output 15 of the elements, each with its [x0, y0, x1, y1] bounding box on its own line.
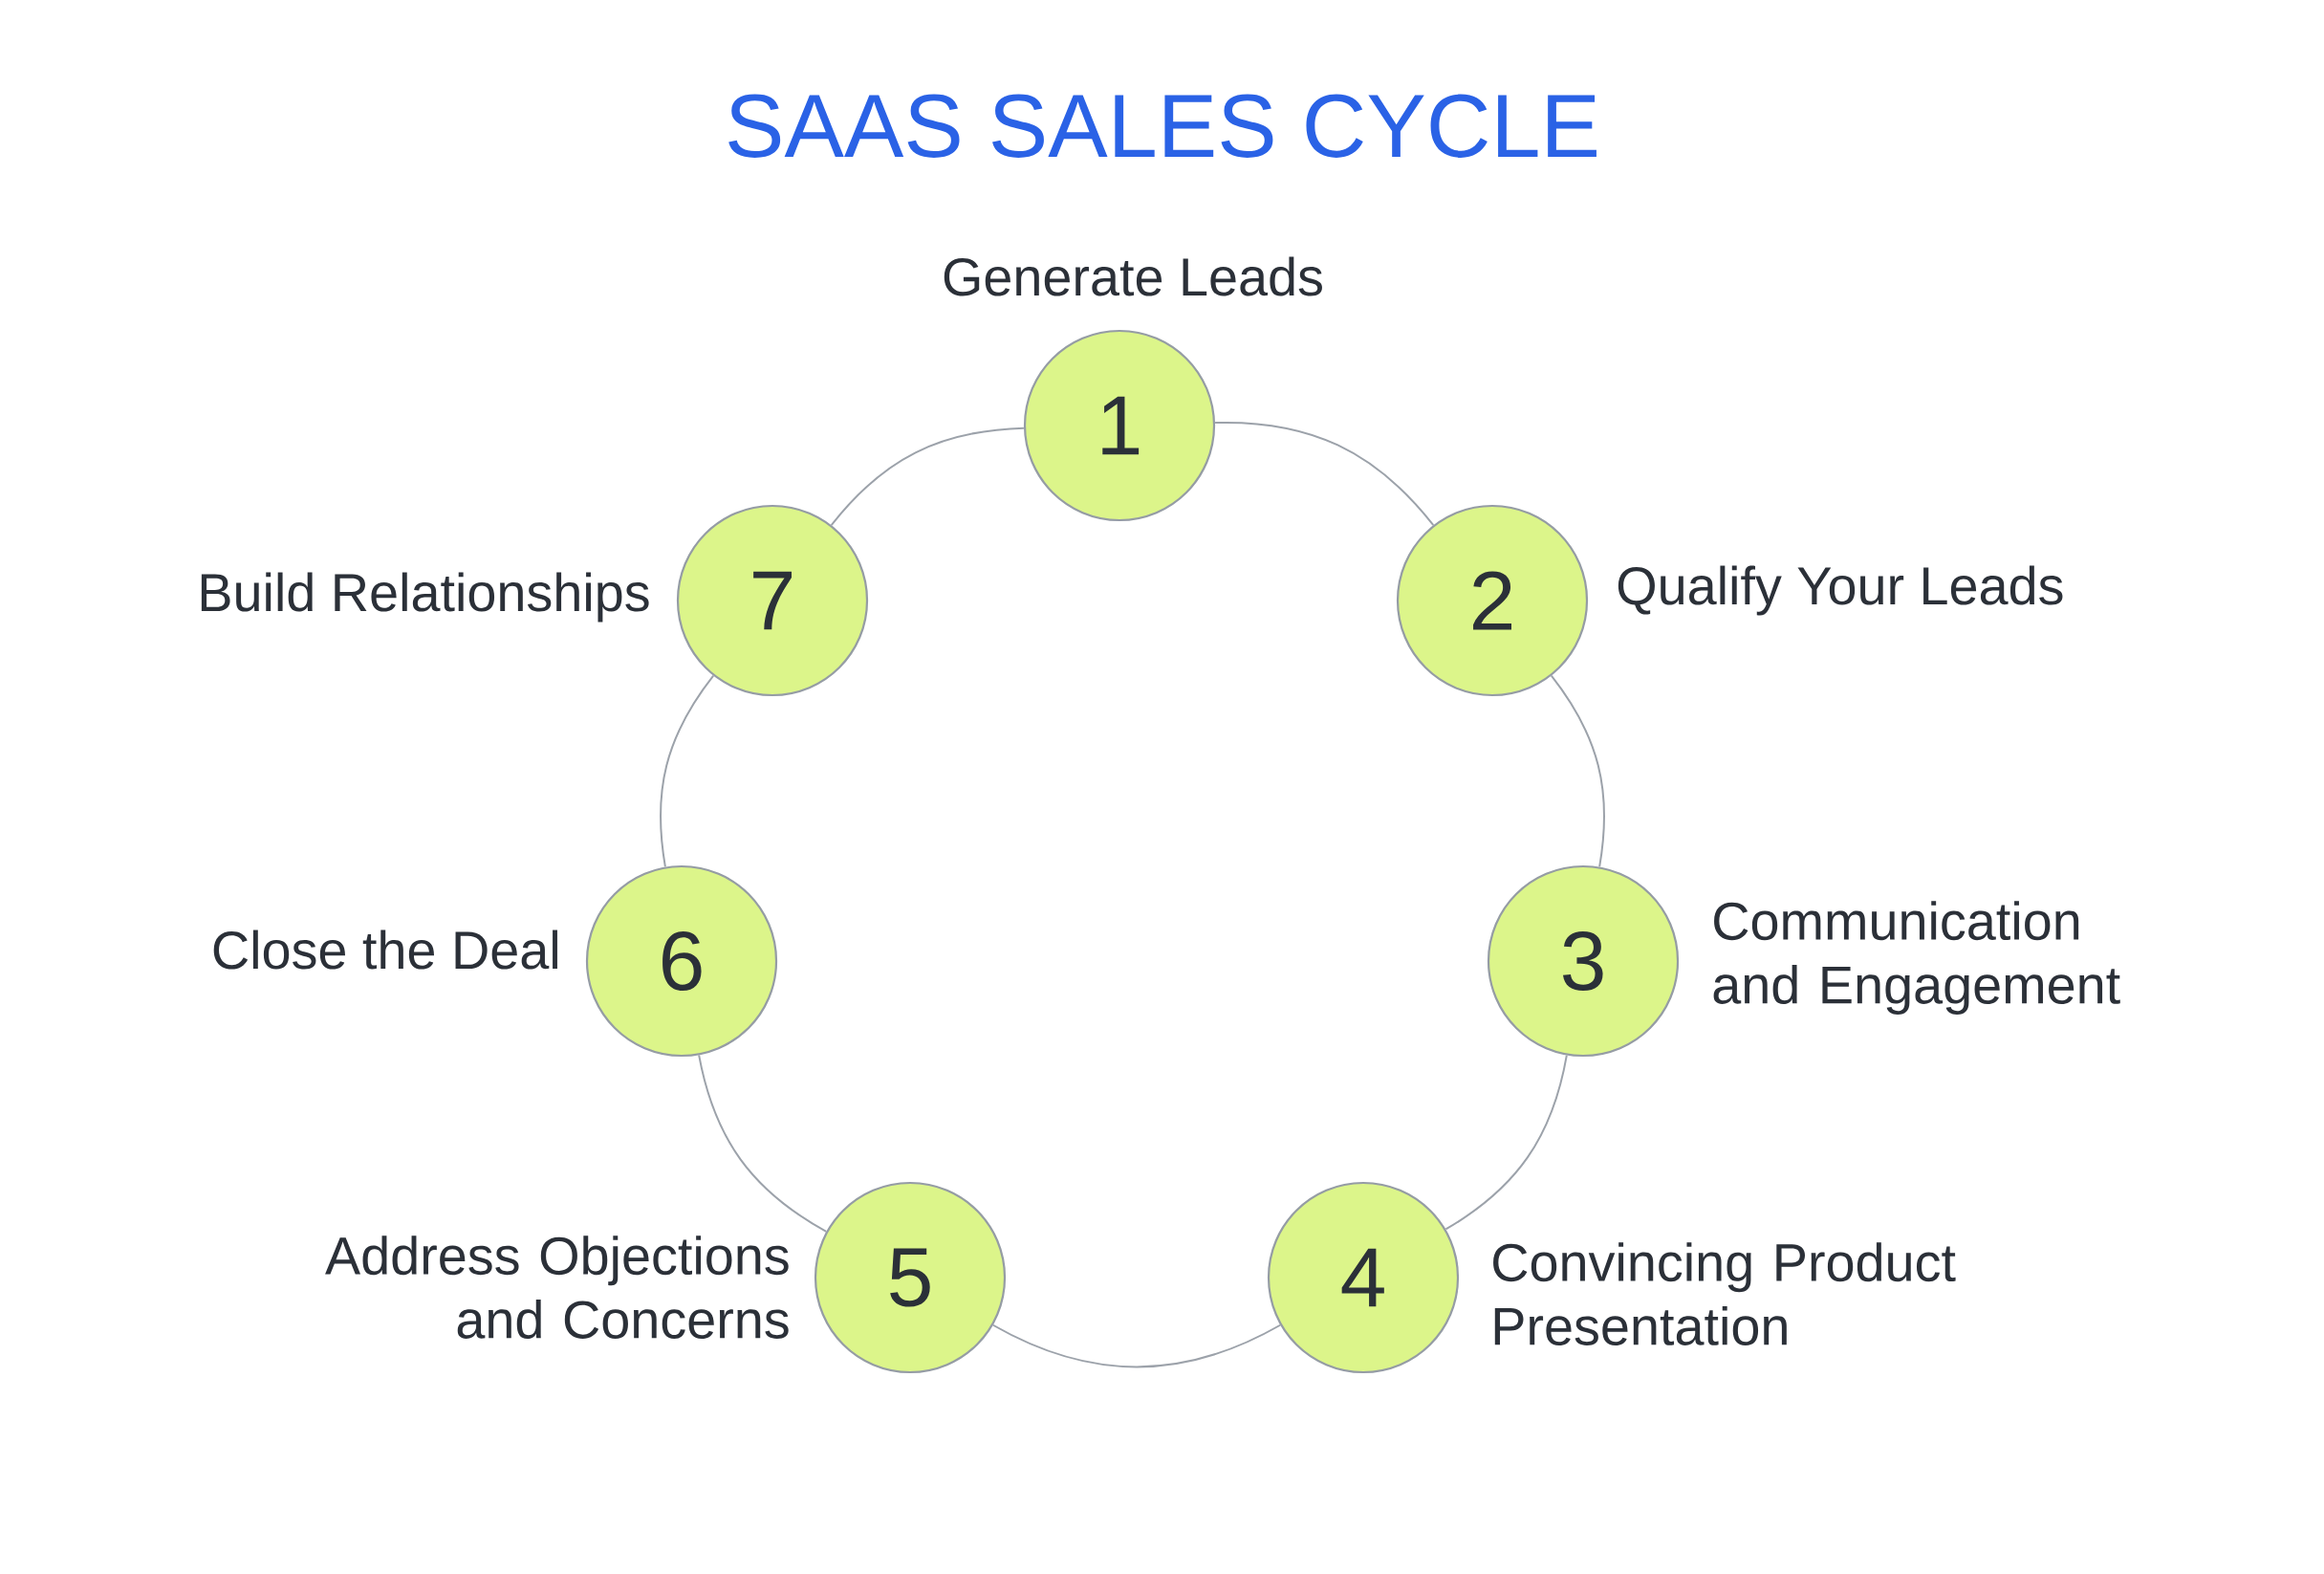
step-label: Convincing Product Presentation	[1493, 1242, 1956, 1345]
ring-arc	[1444, 1054, 1568, 1231]
step-label: Build Relationships	[201, 572, 649, 623]
step-label: Qualify Your Leads	[1618, 565, 2063, 616]
ring-arc	[991, 1323, 1282, 1368]
title: SAAS SALES CYCLE	[728, 94, 1596, 158]
ring-arc	[659, 674, 715, 868]
ring-arc	[1550, 674, 1606, 868]
ring-arc	[698, 1054, 828, 1233]
ring-arc	[830, 426, 1025, 527]
step-label: Address Objections and Concerns	[325, 1235, 789, 1339]
step-label: Close the Deal	[213, 929, 557, 970]
step-label: Communication and Engagement	[1713, 901, 2120, 1015]
ring-arc	[1214, 422, 1435, 527]
step-label: Generate Leads	[944, 256, 1322, 296]
